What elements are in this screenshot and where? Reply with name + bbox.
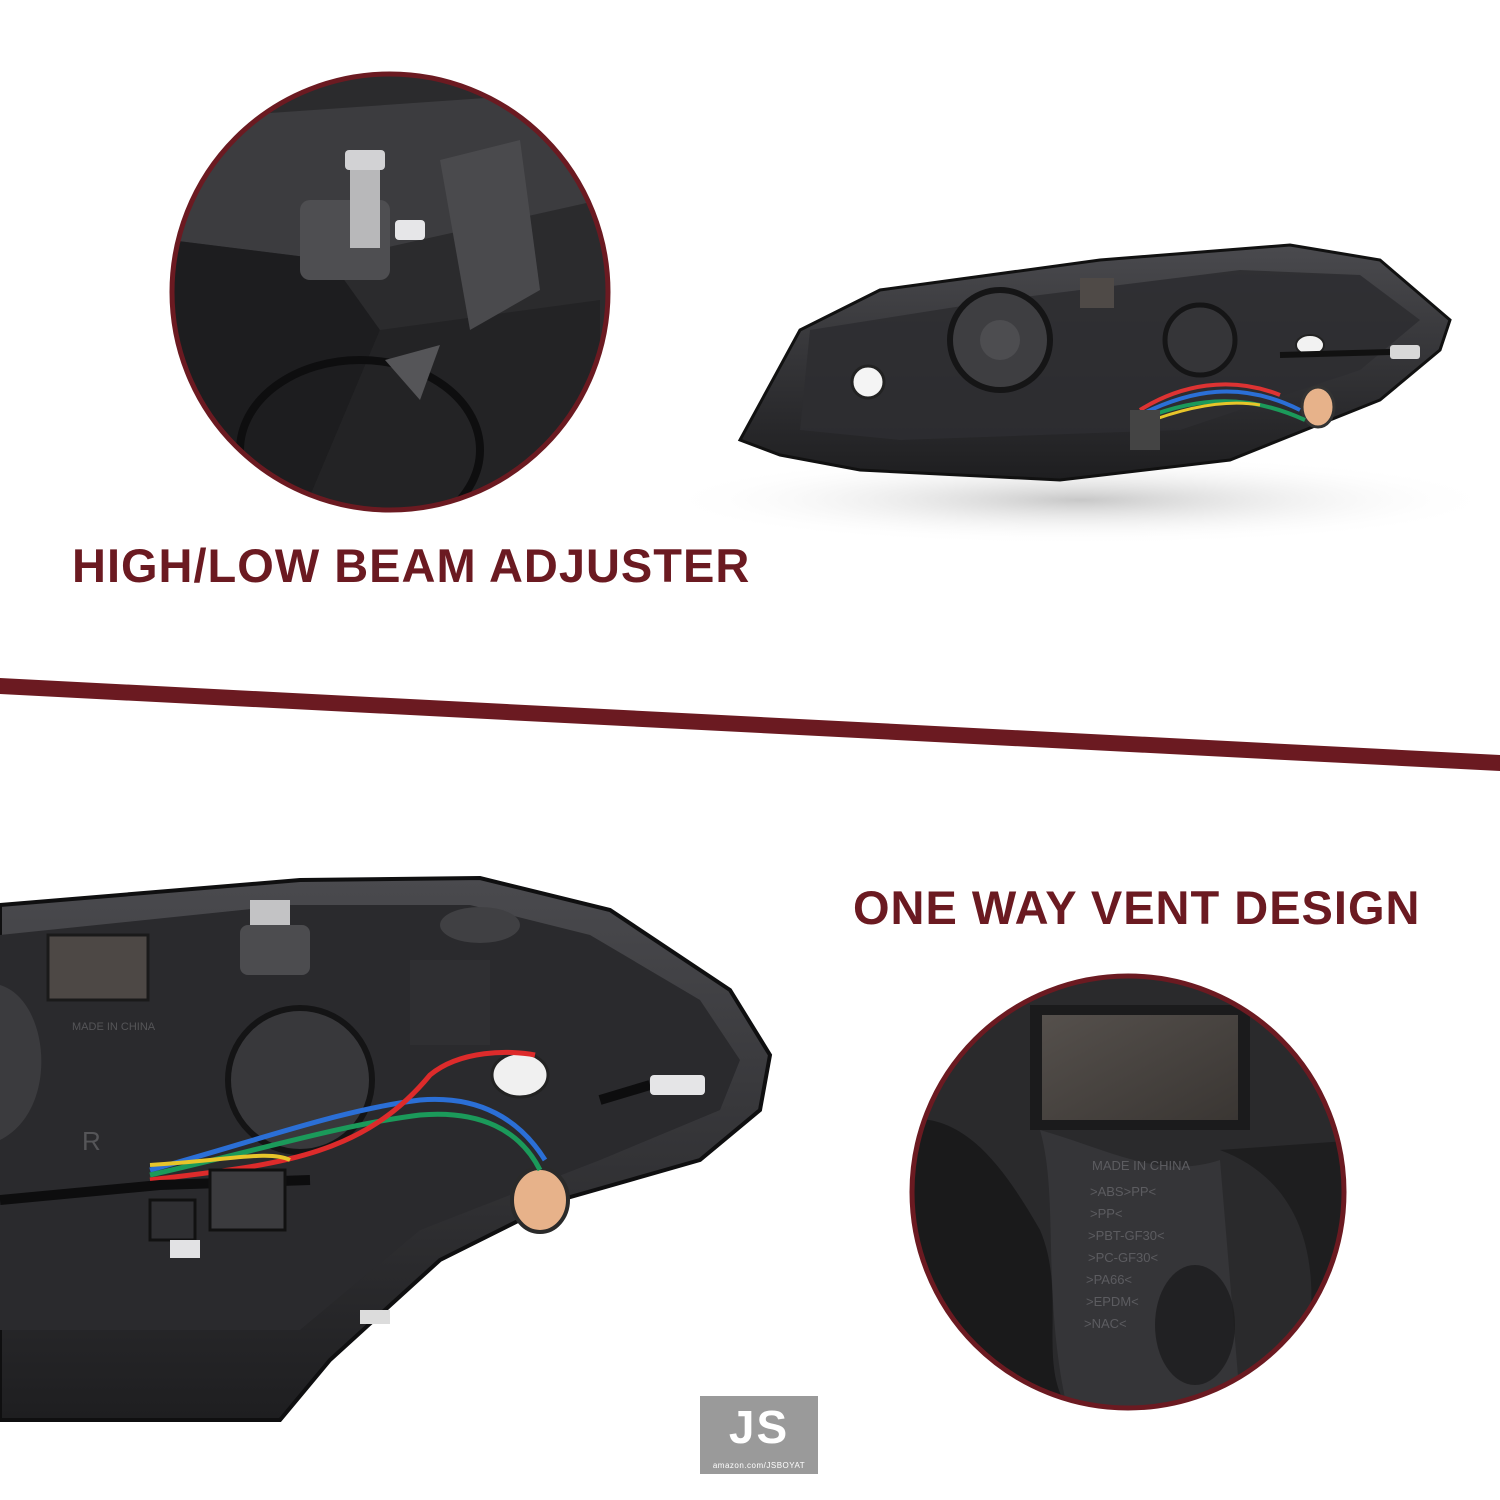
turn-signal-socket-detail <box>510 1166 570 1234</box>
logo-text: JS <box>728 1401 790 1453</box>
vent-closeup: MADE IN CHINA >ABS>PP< >PP< >PBT-GF30< >… <box>909 973 1347 1411</box>
vent-marking-3: >PBT-GF30< <box>1088 1228 1165 1243</box>
logo-url: amazon.com/JSBOYAT <box>712 1461 806 1470</box>
closeup-frame-bottom <box>909 973 1347 1411</box>
vent-marking-7: >NAC< <box>1084 1316 1127 1331</box>
housing-made-in-text: MADE IN CHINA <box>72 1021 156 1033</box>
headlight-rear-view <box>660 243 1500 545</box>
vent-marking-1: >ABS>PP< <box>1090 1184 1156 1199</box>
headlight-detail-view: MADE IN CHINA R <box>0 875 773 1422</box>
vent-markings: MADE IN CHINA >ABS>PP< >PP< >PBT-GF30< >… <box>1084 1158 1191 1331</box>
vent-marking-5: >PA66< <box>1086 1272 1132 1287</box>
vent-marking-2: >PP< <box>1090 1206 1123 1221</box>
adjuster-closeup <box>169 71 611 513</box>
caption-vent-design: ONE WAY VENT DESIGN <box>853 881 1421 934</box>
divider-line <box>0 678 1500 771</box>
brand-logo: JS amazon.com/JSBOYAT <box>700 1396 818 1474</box>
vent-marking-0: MADE IN CHINA <box>1092 1158 1191 1173</box>
vent-membrane <box>1042 1015 1238 1120</box>
vent-marking-4: >PC-GF30< <box>1088 1250 1158 1265</box>
high-beam-cap <box>1162 302 1238 378</box>
turn-signal-socket <box>1300 385 1336 429</box>
closeup-frame <box>169 71 611 513</box>
housing-side-text: R <box>82 1126 101 1156</box>
vent-cover <box>46 933 150 1002</box>
vent-marking-6: >EPDM< <box>1086 1294 1139 1309</box>
adjuster-screw <box>350 158 380 248</box>
caption-beam-adjuster: HIGH/LOW BEAM ADJUSTER <box>72 539 751 592</box>
